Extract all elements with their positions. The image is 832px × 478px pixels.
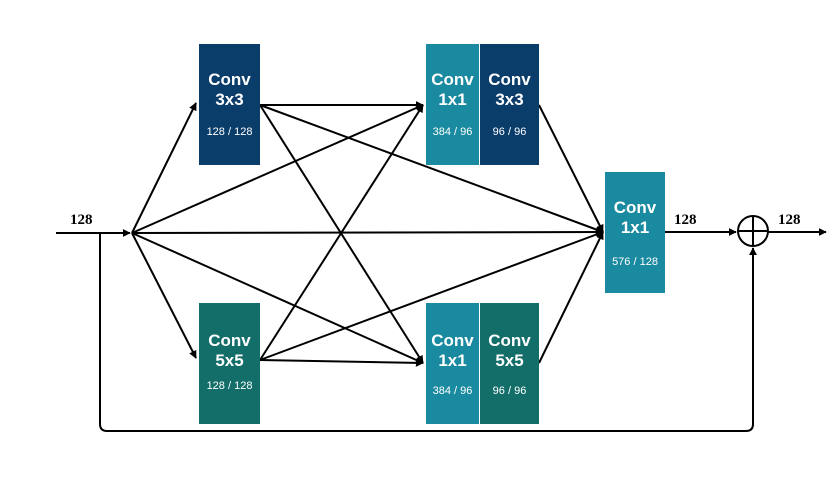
edge-conv5x5-to-bottom-1x1 <box>259 358 424 367</box>
block-title-line1: Conv <box>208 70 251 89</box>
block-title-line2: 1x1 <box>438 90 467 109</box>
block-channels: 576 / 128 <box>612 256 658 268</box>
edge-conv5x5-to-top-1x1 <box>259 104 424 361</box>
block-channels: 384 / 96 <box>432 385 473 397</box>
edge-bottom-branch-to-final <box>538 231 604 364</box>
block-title-line2: 1x1 <box>438 351 467 370</box>
block-channels: 96 / 96 <box>492 126 527 138</box>
edge-junction-to-conv5x5 <box>131 232 197 359</box>
edge-conv3x3-to-final <box>259 104 604 234</box>
conv1x1-block-bottom: Conv 1x1 384 / 96 <box>426 303 479 424</box>
edge-junction-to-top-1x1 <box>131 104 424 234</box>
block-channels: 128 / 128 <box>206 126 253 138</box>
conv3x3-block-a: Conv 3x3 128 / 128 <box>199 44 260 165</box>
edge-junction-to-final <box>131 228 604 237</box>
block-title-line2: 5x5 <box>215 351 244 370</box>
conv5x5-block-b: Conv 5x5 96 / 96 <box>480 303 539 424</box>
edge-junction-to-conv3x3 <box>131 102 197 234</box>
block-title-line2: 3x3 <box>215 90 244 109</box>
output-channel-label: 128 <box>778 212 801 228</box>
block-title-line1: Conv <box>431 331 474 350</box>
block-title-line1: Conv <box>208 331 251 350</box>
sum-node <box>737 215 769 247</box>
conv3x3-block-b: Conv 3x3 96 / 96 <box>480 44 539 165</box>
block-title-line1: Conv <box>613 198 657 217</box>
edge-top-branch-to-final <box>538 104 604 233</box>
block-title-line2: 3x3 <box>495 90 524 109</box>
input-channel-label: 128 <box>70 212 93 228</box>
block-title-line2: 1x1 <box>620 218 650 237</box>
block-title-line2: 5x5 <box>495 351 524 370</box>
final-channel-label: 128 <box>674 212 697 228</box>
block-title-line1: Conv <box>488 331 531 350</box>
block-title-line1: Conv <box>431 70 474 89</box>
edge-conv5x5-to-final <box>259 230 604 361</box>
block-title-line1: Conv <box>488 70 531 89</box>
conv1x1-block-final: Conv 1x1 576 / 128 <box>605 172 665 293</box>
conv1x1-block-top: Conv 1x1 384 / 96 <box>426 44 479 165</box>
block-channels: 96 / 96 <box>492 385 527 397</box>
residual-skip-connection <box>99 233 757 432</box>
conv5x5-block-a: Conv 5x5 128 / 128 <box>199 303 260 424</box>
block-channels: 384 / 96 <box>432 126 473 138</box>
edge-junction-to-bottom-1x1 <box>131 232 424 364</box>
block-channels: 128 / 128 <box>206 380 253 392</box>
